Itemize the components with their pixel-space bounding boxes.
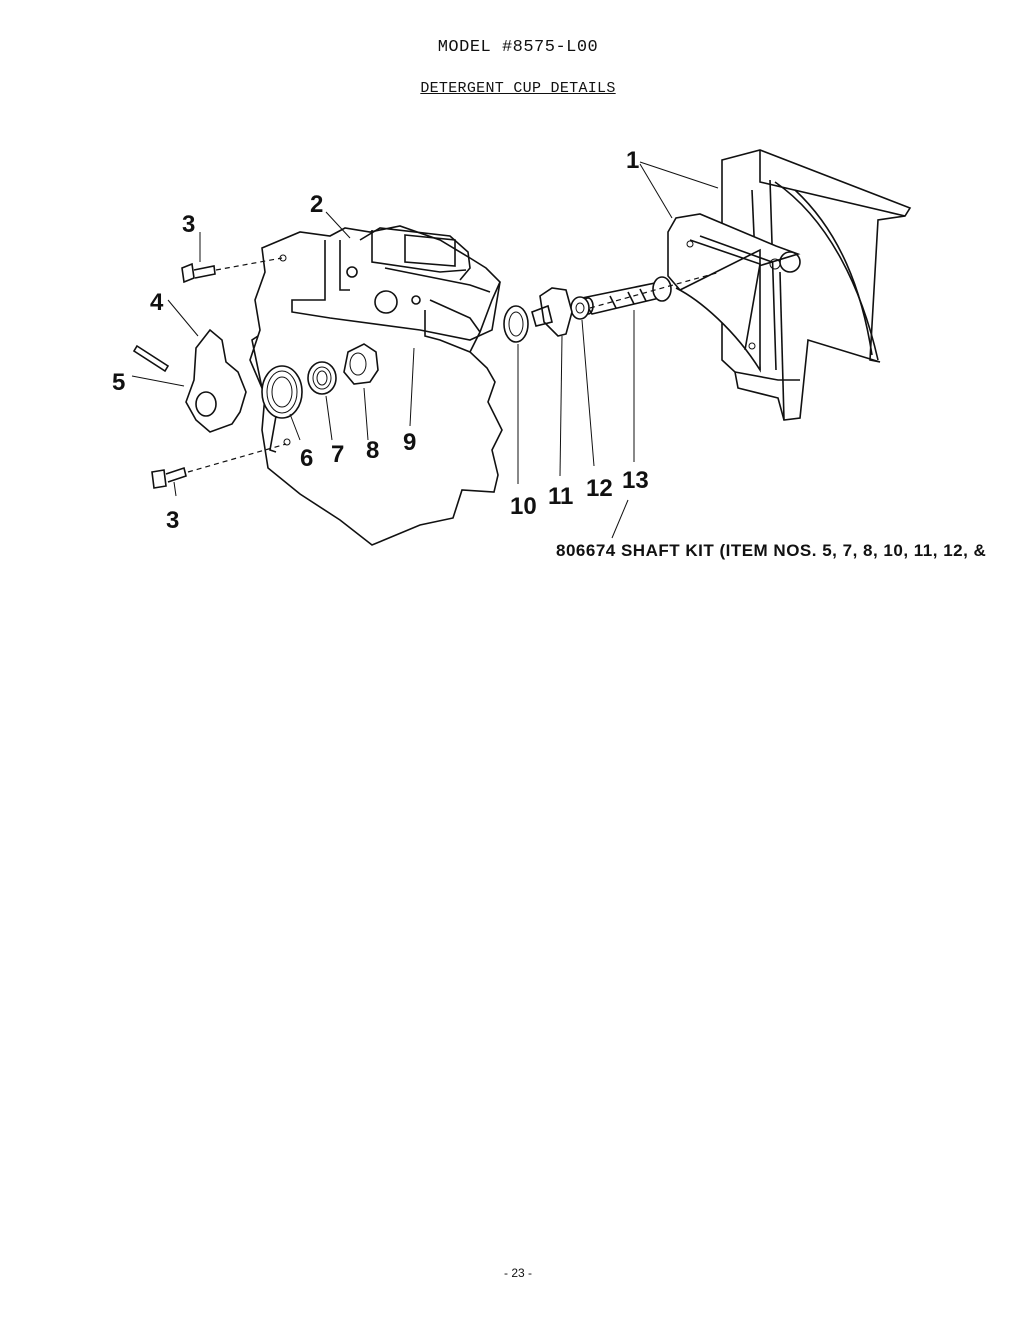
callout-3-upper: 3 [182, 211, 195, 238]
pin-part-5 [132, 344, 170, 373]
callout-2: 2 [310, 191, 323, 218]
callout-8: 8 [366, 437, 379, 464]
ring-part-10 [503, 305, 529, 343]
screw-part-3-upper [181, 257, 283, 284]
shaft-part-13 [580, 276, 672, 315]
callout-13: 13 [622, 467, 649, 494]
shaft-kit-note: 806674 SHAFT KIT (ITEM NOS. 5, 7, 8, 10,… [556, 541, 986, 560]
assembly-axis-line [589, 271, 721, 309]
torsion-spring-part-6 [251, 335, 303, 453]
latch-lever-part-4 [185, 328, 247, 433]
panel-part-9 [249, 225, 503, 546]
nut-part-8 [343, 343, 379, 385]
leader-lines [131, 161, 719, 539]
callout-10: 10 [510, 493, 537, 520]
section-title: DETERGENT CUP DETAILS [420, 80, 616, 97]
callout-12: 12 [586, 475, 613, 502]
detergent-cup-part-1 [667, 149, 912, 421]
callout-3-lower: 3 [166, 507, 179, 534]
page-number: - 23 - [503, 1266, 532, 1280]
screw-part-3-lower [151, 443, 287, 489]
small-spring-part-7 [307, 361, 337, 395]
model-title: MODEL #8575-L00 [437, 38, 599, 57]
washer-part-12 [570, 296, 590, 320]
callout-7: 7 [331, 441, 344, 468]
callout-6: 6 [300, 445, 313, 472]
callout-1: 1 [626, 147, 639, 174]
cam-part-11 [531, 287, 573, 337]
callout-9: 9 [403, 429, 416, 456]
callout-11: 11 [548, 483, 573, 510]
callout-5: 5 [112, 369, 125, 396]
callout-4: 4 [150, 289, 164, 316]
